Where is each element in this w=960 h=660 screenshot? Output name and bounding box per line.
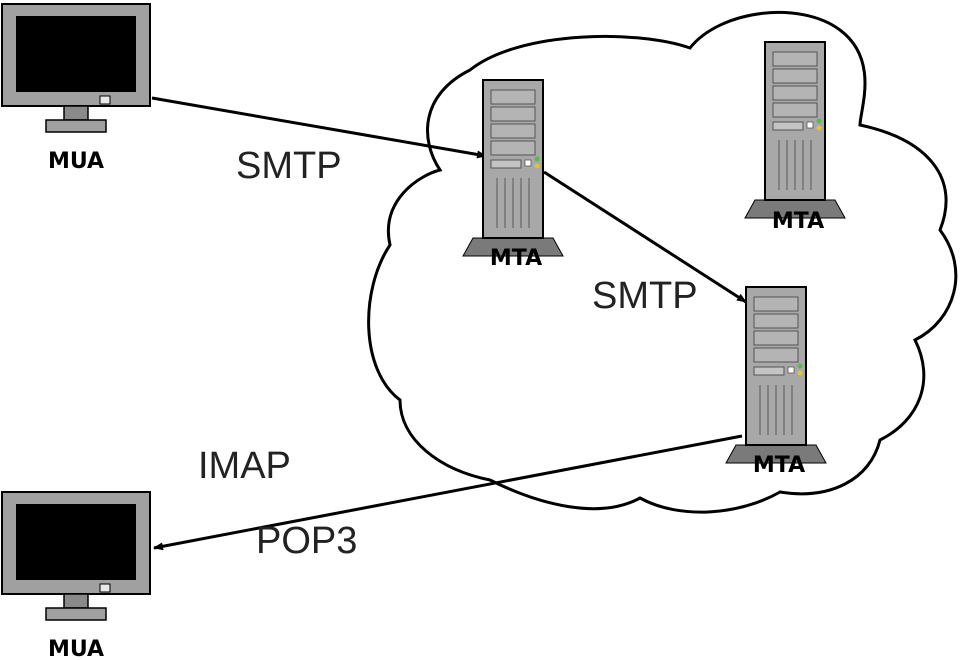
mta-destination-label: MTA [753, 453, 805, 478]
arrow-retrieval [153, 434, 743, 551]
smtp-submit-label: SMTP [236, 145, 342, 187]
mua-recipient-label: MUA [48, 637, 104, 660]
mua-recipient-node [1, 491, 151, 621]
mta-idle-node [744, 41, 846, 219]
cloud-shape [367, 11, 958, 514]
mua-sender-node [1, 3, 151, 133]
mta-inbound-node [462, 79, 564, 257]
arrow-smtp-submit [151, 96, 487, 159]
server-icon [744, 41, 846, 219]
mta-idle-label: MTA [772, 209, 824, 234]
mta-inbound-label: MTA [490, 246, 542, 271]
monitor-icon [1, 491, 151, 621]
smtp-relay-label: SMTP [592, 275, 698, 317]
imap-label: IMAP [198, 445, 291, 487]
monitor-icon [1, 3, 151, 133]
server-icon [462, 79, 564, 257]
mua-sender-label: MUA [48, 149, 104, 174]
pop3-label: POP3 [256, 520, 357, 562]
arrow-smtp-relay [543, 170, 747, 304]
